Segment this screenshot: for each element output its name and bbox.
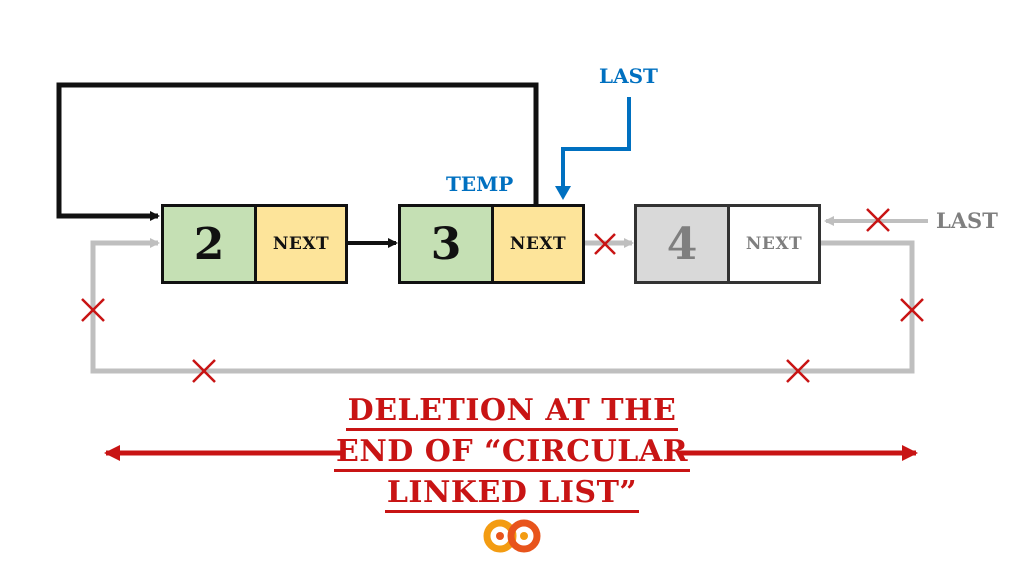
title-line-2: END OF “CIRCULAR bbox=[0, 434, 1024, 472]
title-text-1: DELETION AT THE bbox=[345, 393, 679, 431]
cross-mark-icon bbox=[866, 208, 890, 232]
title-text-2: END OF “CIRCULAR bbox=[333, 434, 691, 472]
node-2-next: NEXT bbox=[254, 204, 348, 284]
old-last-label: LAST bbox=[936, 208, 998, 233]
node-2-data: 2 bbox=[161, 204, 257, 284]
node-4-next: NEXT bbox=[727, 204, 821, 284]
new-circular-link bbox=[56, 82, 539, 221]
cross-mark-icon bbox=[594, 233, 616, 255]
cross-mark-icon bbox=[900, 298, 924, 322]
new-last-arrowhead bbox=[555, 186, 571, 200]
new-last-label: LAST bbox=[599, 64, 658, 88]
node-4-data: 4 bbox=[634, 204, 730, 284]
title-line-1: DELETION AT THE bbox=[0, 393, 1024, 431]
temp-label: TEMP bbox=[446, 172, 514, 196]
removed-circular-link bbox=[90, 238, 915, 374]
cross-mark-icon bbox=[81, 298, 105, 322]
cross-mark-icon bbox=[786, 359, 810, 383]
title-text-3: LINKED LIST” bbox=[384, 475, 640, 513]
title-line-3: LINKED LIST” bbox=[0, 475, 1024, 513]
cross-mark-icon bbox=[192, 359, 216, 383]
new-last-pointer bbox=[561, 97, 631, 196]
node-3-next: NEXT bbox=[491, 204, 585, 284]
infinity-logo-icon bbox=[483, 519, 541, 553]
node-3-data: 3 bbox=[398, 204, 494, 284]
